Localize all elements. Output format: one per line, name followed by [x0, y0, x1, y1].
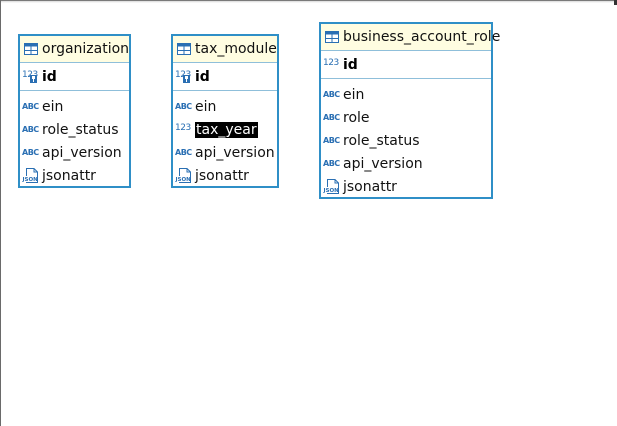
column-name[interactable]: tax_year [195, 121, 258, 138]
column-name: id [195, 68, 210, 85]
numeric-icon: 123 [323, 57, 339, 68]
column-row[interactable]: JSON jsonattr [321, 175, 491, 198]
abc-icon: ABC [22, 101, 39, 111]
entity-title: business_account_role [343, 29, 501, 45]
primary-key-row[interactable]: 123 id [321, 51, 491, 79]
primary-key-row[interactable]: 123 id [20, 63, 129, 91]
numeric-key-icon: 123 [175, 70, 193, 84]
column-row[interactable]: ABC api_version [321, 152, 491, 175]
entity-title: organization [42, 41, 130, 57]
table-icon [325, 31, 339, 43]
entity-organization[interactable]: organization 123 id ABC ein ABC role_sta… [18, 34, 131, 188]
numeric-key-icon: 123 [22, 70, 40, 84]
canvas-left-border [0, 0, 1, 426]
table-icon [24, 43, 38, 55]
column-list: ABC ein ABC role_status ABC api_version … [20, 91, 129, 187]
abc-icon: ABC [22, 124, 39, 134]
abc-icon: ABC [175, 101, 192, 111]
column-name: role_status [42, 121, 119, 138]
abc-icon: ABC [323, 135, 340, 145]
column-name: ein [343, 86, 365, 103]
column-row[interactable]: ABC role_status [20, 118, 129, 141]
table-icon [177, 43, 191, 55]
entity-header[interactable]: organization [20, 36, 129, 63]
primary-key-row[interactable]: 123 id [173, 63, 277, 91]
column-name: jsonattr [42, 167, 96, 184]
abc-icon: ABC [175, 147, 192, 157]
entity-tax-module[interactable]: tax_module 123 id ABC ein 123 tax_year A… [171, 34, 279, 188]
column-row[interactable]: ABC role [321, 106, 491, 129]
entity-title: tax_module [195, 41, 277, 57]
abc-icon: ABC [22, 147, 39, 157]
column-row[interactable]: ABC api_version [20, 141, 129, 164]
column-list: ABC ein 123 tax_year ABC api_version JSO… [173, 91, 277, 187]
entity-header[interactable]: tax_module [173, 36, 277, 63]
column-row[interactable]: ABC ein [20, 95, 129, 118]
column-name: api_version [42, 144, 122, 161]
entity-business-account-role[interactable]: business_account_role 123 id ABC ein ABC… [319, 22, 500, 199]
svg-text:JSON: JSON [175, 177, 191, 183]
column-name: ein [42, 98, 64, 115]
column-name: ein [195, 98, 217, 115]
column-name: api_version [343, 155, 423, 172]
column-row[interactable]: ABC ein [173, 95, 277, 118]
column-row[interactable]: JSON jsonattr [20, 164, 129, 187]
abc-icon: ABC [323, 158, 340, 168]
column-name: id [343, 56, 358, 73]
canvas-top-shadow [0, 1, 617, 3]
json-icon: JSON [323, 179, 339, 194]
column-name: role [343, 109, 370, 126]
canvas-top-border [0, 0, 617, 1]
abc-icon: ABC [323, 112, 340, 122]
column-list: ABC ein ABC role ABC role_status ABC api… [321, 79, 491, 198]
column-row[interactable]: ABC api_version [173, 141, 277, 164]
numeric-icon: 123 [175, 122, 191, 133]
json-icon: JSON [22, 168, 38, 183]
column-name: jsonattr [195, 167, 249, 184]
column-row[interactable]: JSON jsonattr [173, 164, 277, 187]
svg-text:JSON: JSON [22, 177, 38, 183]
column-name: role_status [343, 132, 420, 149]
column-row[interactable]: ABC ein [321, 83, 491, 106]
entity-header[interactable]: business_account_role [321, 24, 500, 51]
abc-icon: ABC [323, 89, 340, 99]
svg-text:JSON: JSON [323, 188, 339, 194]
column-name: id [42, 68, 57, 85]
json-icon: JSON [175, 168, 191, 183]
column-row[interactable]: ABC role_status [321, 129, 491, 152]
column-row-selected[interactable]: 123 tax_year [173, 118, 277, 141]
canvas-corner-mark [614, 0, 617, 5]
column-name: jsonattr [343, 178, 397, 195]
column-name: api_version [195, 144, 275, 161]
